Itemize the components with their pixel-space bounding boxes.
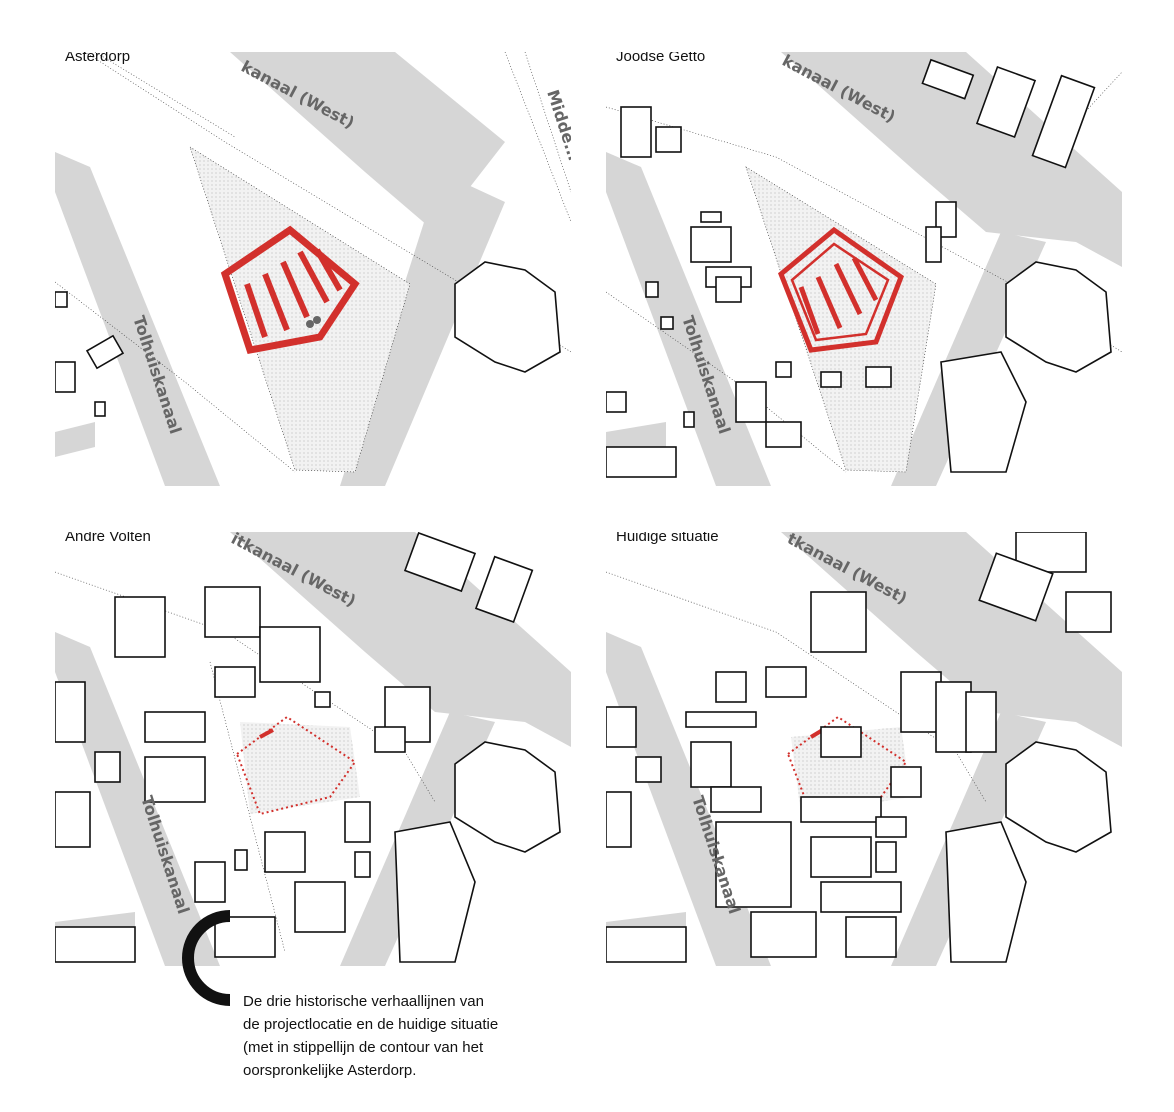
figure-caption: De drie historische verhaallijnen van de… [243,990,563,1082]
caption-line: de projectlocatie en de huidige situatie [243,1016,499,1033]
map-panel-andre-volten: itkanaal (West) Tolhuiskanaal André Volt… [55,532,571,966]
caption-line: De drie historische verhaallijnen van [243,993,484,1010]
map-joodse-getto: kanaal (West) Tolhuiskanaal [606,52,1122,486]
map-asterdorp: kanaal (West) Tolhuiskanaal Midde... [55,52,571,486]
map-andre-volten: itkanaal (West) Tolhuiskanaal [55,532,571,966]
asterdorp-complex [220,225,360,354]
map-huidige-situatie: tkanaal (West) Tolhuiskanaal [606,532,1122,966]
bracket-graphic [182,910,231,1006]
caption-line: oorspronkelijke Asterdorp. [243,1062,417,1079]
panel-title: André Volten [65,532,151,545]
panel-title: Huidige situatie [616,532,719,545]
panel-title: Asterdorp [65,52,131,65]
label-midden: Midde... [543,87,571,163]
map-panel-joodse-getto: kanaal (West) Tolhuiskanaal Joodse Getto [606,52,1122,486]
panel-title: Joodse Getto [616,52,706,65]
caption-line: (met in stippellijn de contour van het [243,1039,484,1056]
map-panel-asterdorp: kanaal (West) Tolhuiskanaal Midde... Ast… [55,52,571,486]
map-panel-huidige-situatie: tkanaal (West) Tolhuiskanaal Huidige sit… [606,532,1122,966]
